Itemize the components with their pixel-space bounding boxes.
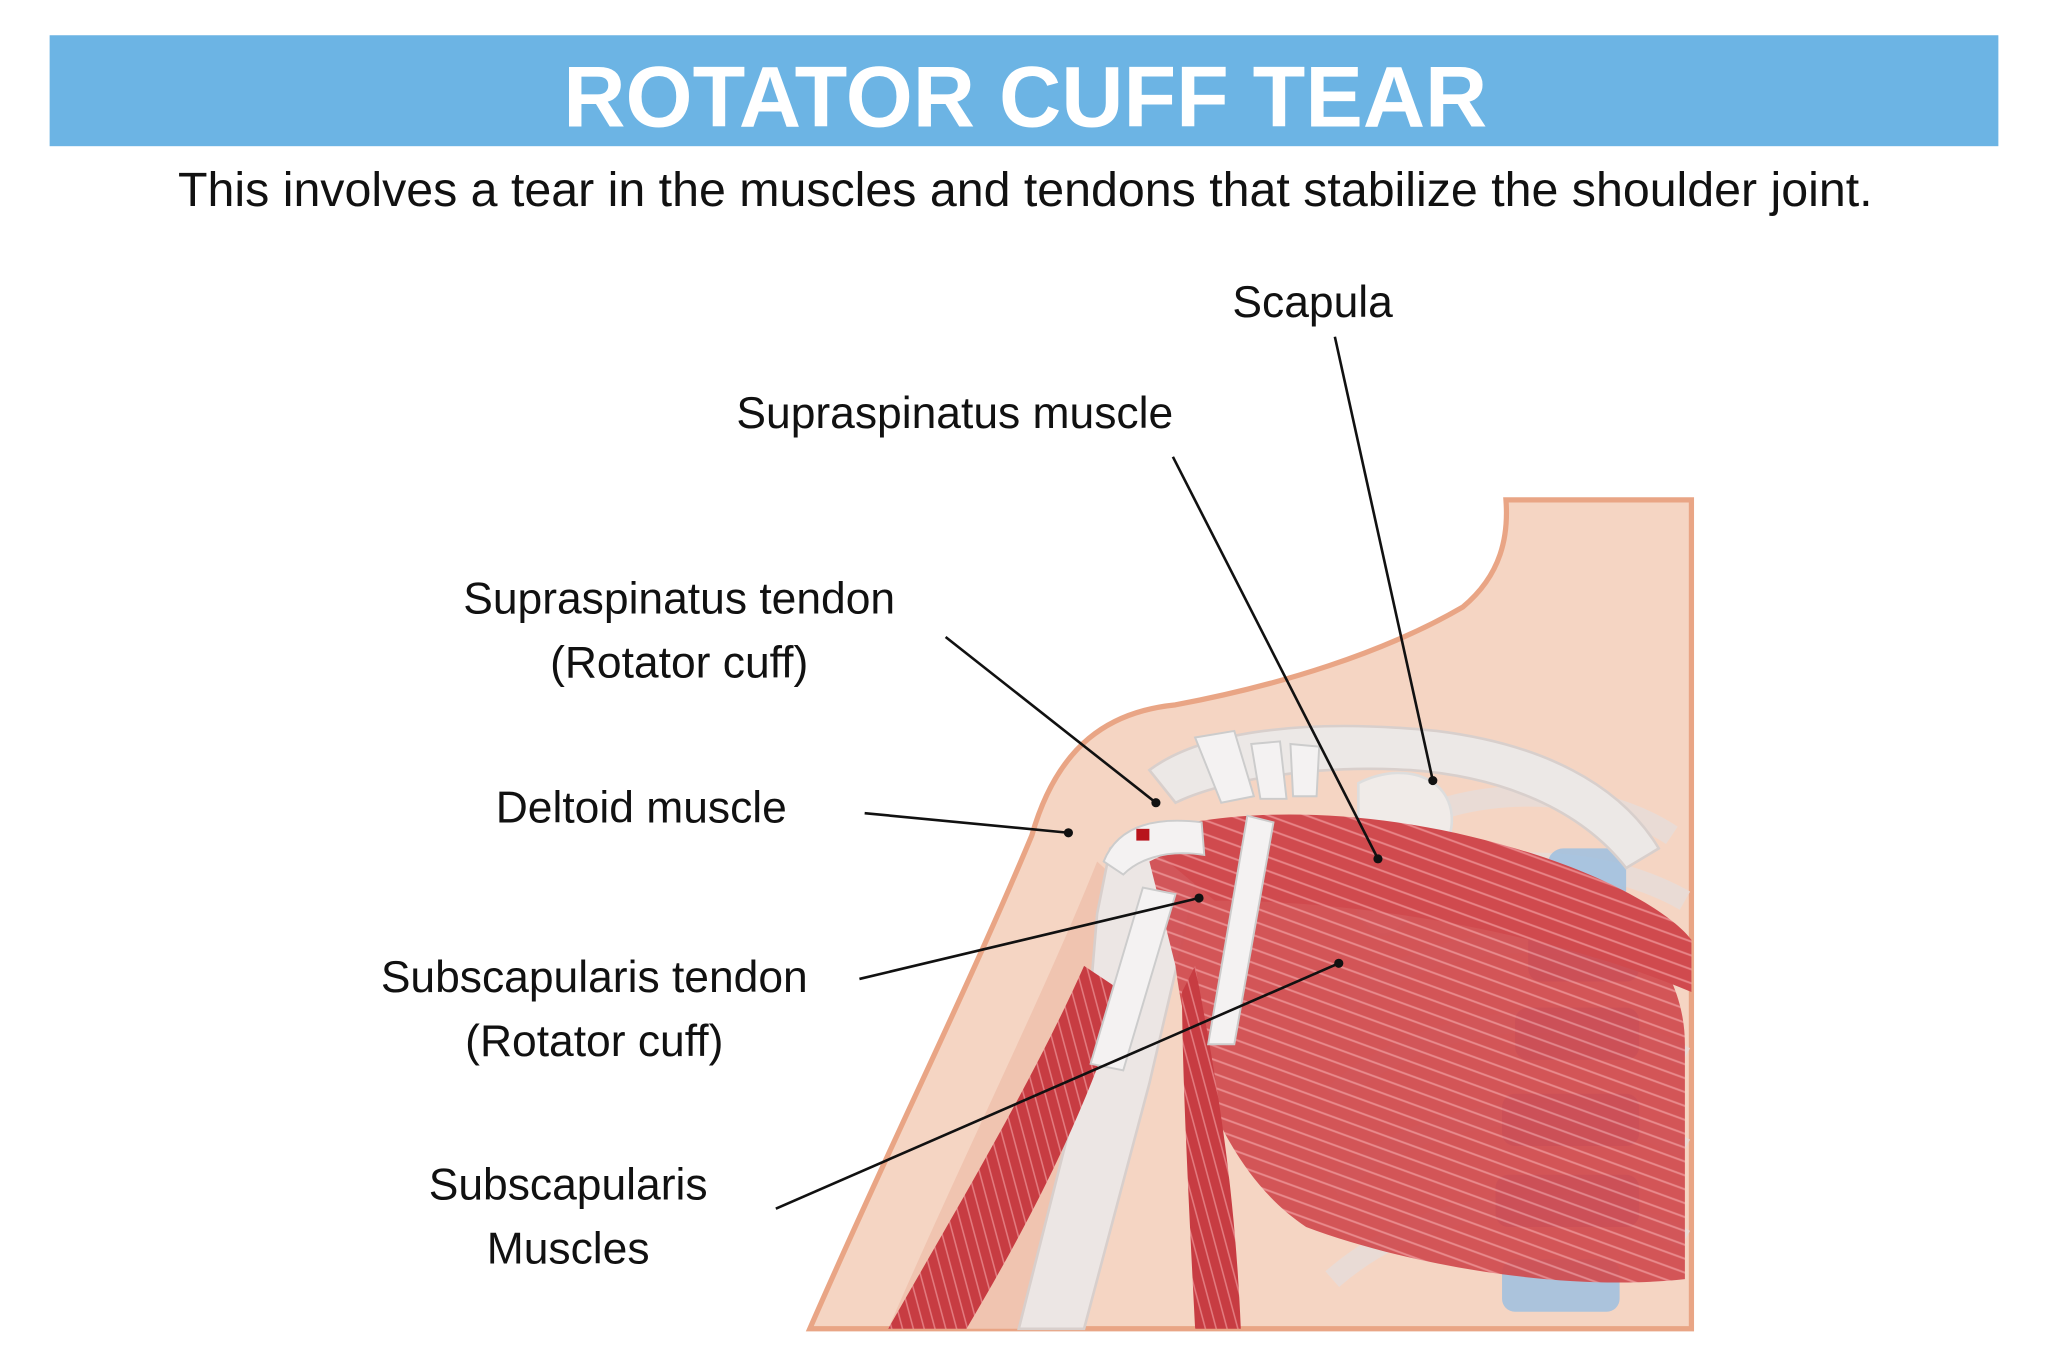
- leader-dot: [1373, 854, 1383, 864]
- supraspinatus-muscle: [1136, 814, 1692, 992]
- label-supraspinatus-muscle: Supraspinatus muscle: [736, 389, 1383, 864]
- coracoid-ligaments: [1193, 729, 1321, 804]
- label-text: Scapula: [1232, 278, 1393, 327]
- leader-dot: [1194, 893, 1204, 903]
- tear-mark: [1136, 828, 1150, 841]
- title-banner: [49, 35, 1999, 147]
- label-text: Supraspinatus muscle: [736, 389, 1173, 438]
- leader-dot: [1428, 775, 1438, 786]
- label-supraspinatus-tendon: Supraspinatus tendon (Rotator cuff): [463, 574, 1161, 808]
- shoulder-illustration: [805, 497, 1695, 1332]
- leader-line: [1333, 336, 1435, 781]
- leader-line: [859, 896, 1200, 981]
- title: ROTATOR CUFF TEAR: [563, 50, 1487, 146]
- leader-line: [864, 811, 1069, 835]
- label-text: Muscles: [487, 1225, 650, 1274]
- label-text: Subscapularis tendon: [381, 953, 808, 1002]
- leader-line: [944, 635, 1157, 804]
- leader-line: [1171, 456, 1380, 860]
- label-scapula: Scapula: [1232, 278, 1438, 786]
- biceps-muscle: [1182, 965, 1241, 1329]
- label-subscapularis-muscles: Subscapularis Muscles: [429, 958, 1344, 1274]
- leader-dot: [1063, 828, 1073, 838]
- biceps-tendon: [1207, 814, 1275, 1046]
- label-text: (Rotator cuff): [550, 638, 808, 687]
- leader-dot: [1334, 958, 1344, 968]
- subscapularis-tendon: [1089, 886, 1177, 1072]
- supraspinatus-tendon: [1102, 819, 1206, 876]
- subtitle: This involves a tear in the muscles and …: [178, 163, 1873, 217]
- label-text: (Rotator cuff): [465, 1017, 723, 1066]
- label-text: Supraspinatus tendon: [463, 574, 895, 623]
- label-subscapularis-tendon: Subscapularis tendon (Rotator cuff): [381, 893, 1204, 1066]
- arm-muscle: [888, 965, 1124, 1329]
- label-text: Deltoid muscle: [496, 783, 787, 832]
- label-text: Subscapularis: [429, 1161, 708, 1210]
- label-deltoid-muscle: Deltoid muscle: [496, 783, 1073, 838]
- leader-dot: [1151, 798, 1161, 808]
- leader-line: [775, 962, 1340, 1210]
